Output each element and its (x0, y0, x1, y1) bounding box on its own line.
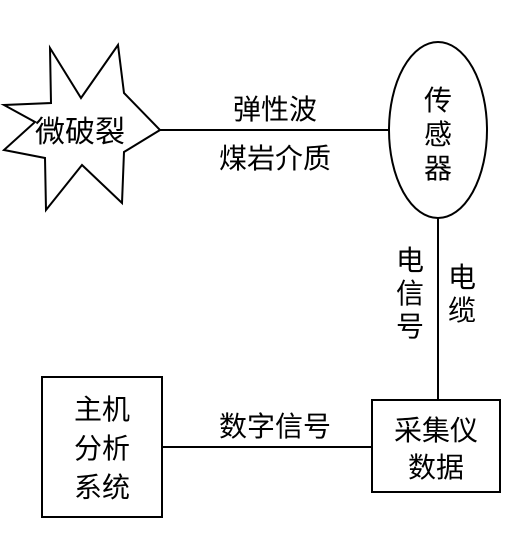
microfracture-starburst (0, 42, 162, 213)
electric-signal-label-line-1: 电 (396, 244, 424, 277)
sensor-node: 传 感 器 (388, 41, 488, 219)
sensor-ellipse (388, 41, 488, 219)
collector-node: 采集仪 数据 (371, 399, 501, 493)
collector-label-line-2: 数据 (408, 451, 464, 484)
host-system-box (41, 376, 163, 518)
sensor-label-line-1: 传 (424, 84, 452, 117)
host-label-line-2: 分析 (74, 432, 130, 465)
electric-signal-label-line-2: 信 (396, 277, 424, 310)
wave-bottom-label: 煤岩介质 (219, 142, 331, 175)
electric-signal-label-line-3: 号 (396, 310, 424, 343)
cable-label-line-2: 缆 (448, 294, 476, 327)
microfracture-label: 微破裂 (35, 115, 125, 150)
cable-label-line-1: 电 (448, 261, 476, 294)
host-label-line-1: 主机 (74, 393, 130, 426)
wave-top-label: 弹性波 (233, 93, 317, 126)
sensor-label-line-2: 感 (424, 118, 452, 151)
host-label-line-3: 系统 (74, 471, 130, 504)
collector-label-line-1: 采集仪 (394, 414, 478, 447)
digital-signal-label: 数字信号 (219, 410, 331, 443)
collector-box (371, 399, 501, 493)
sensor-label-line-3: 器 (424, 152, 452, 185)
microfracture-node: 微破裂 (0, 42, 162, 213)
host-system-node: 主机 分析 系统 (41, 376, 163, 518)
